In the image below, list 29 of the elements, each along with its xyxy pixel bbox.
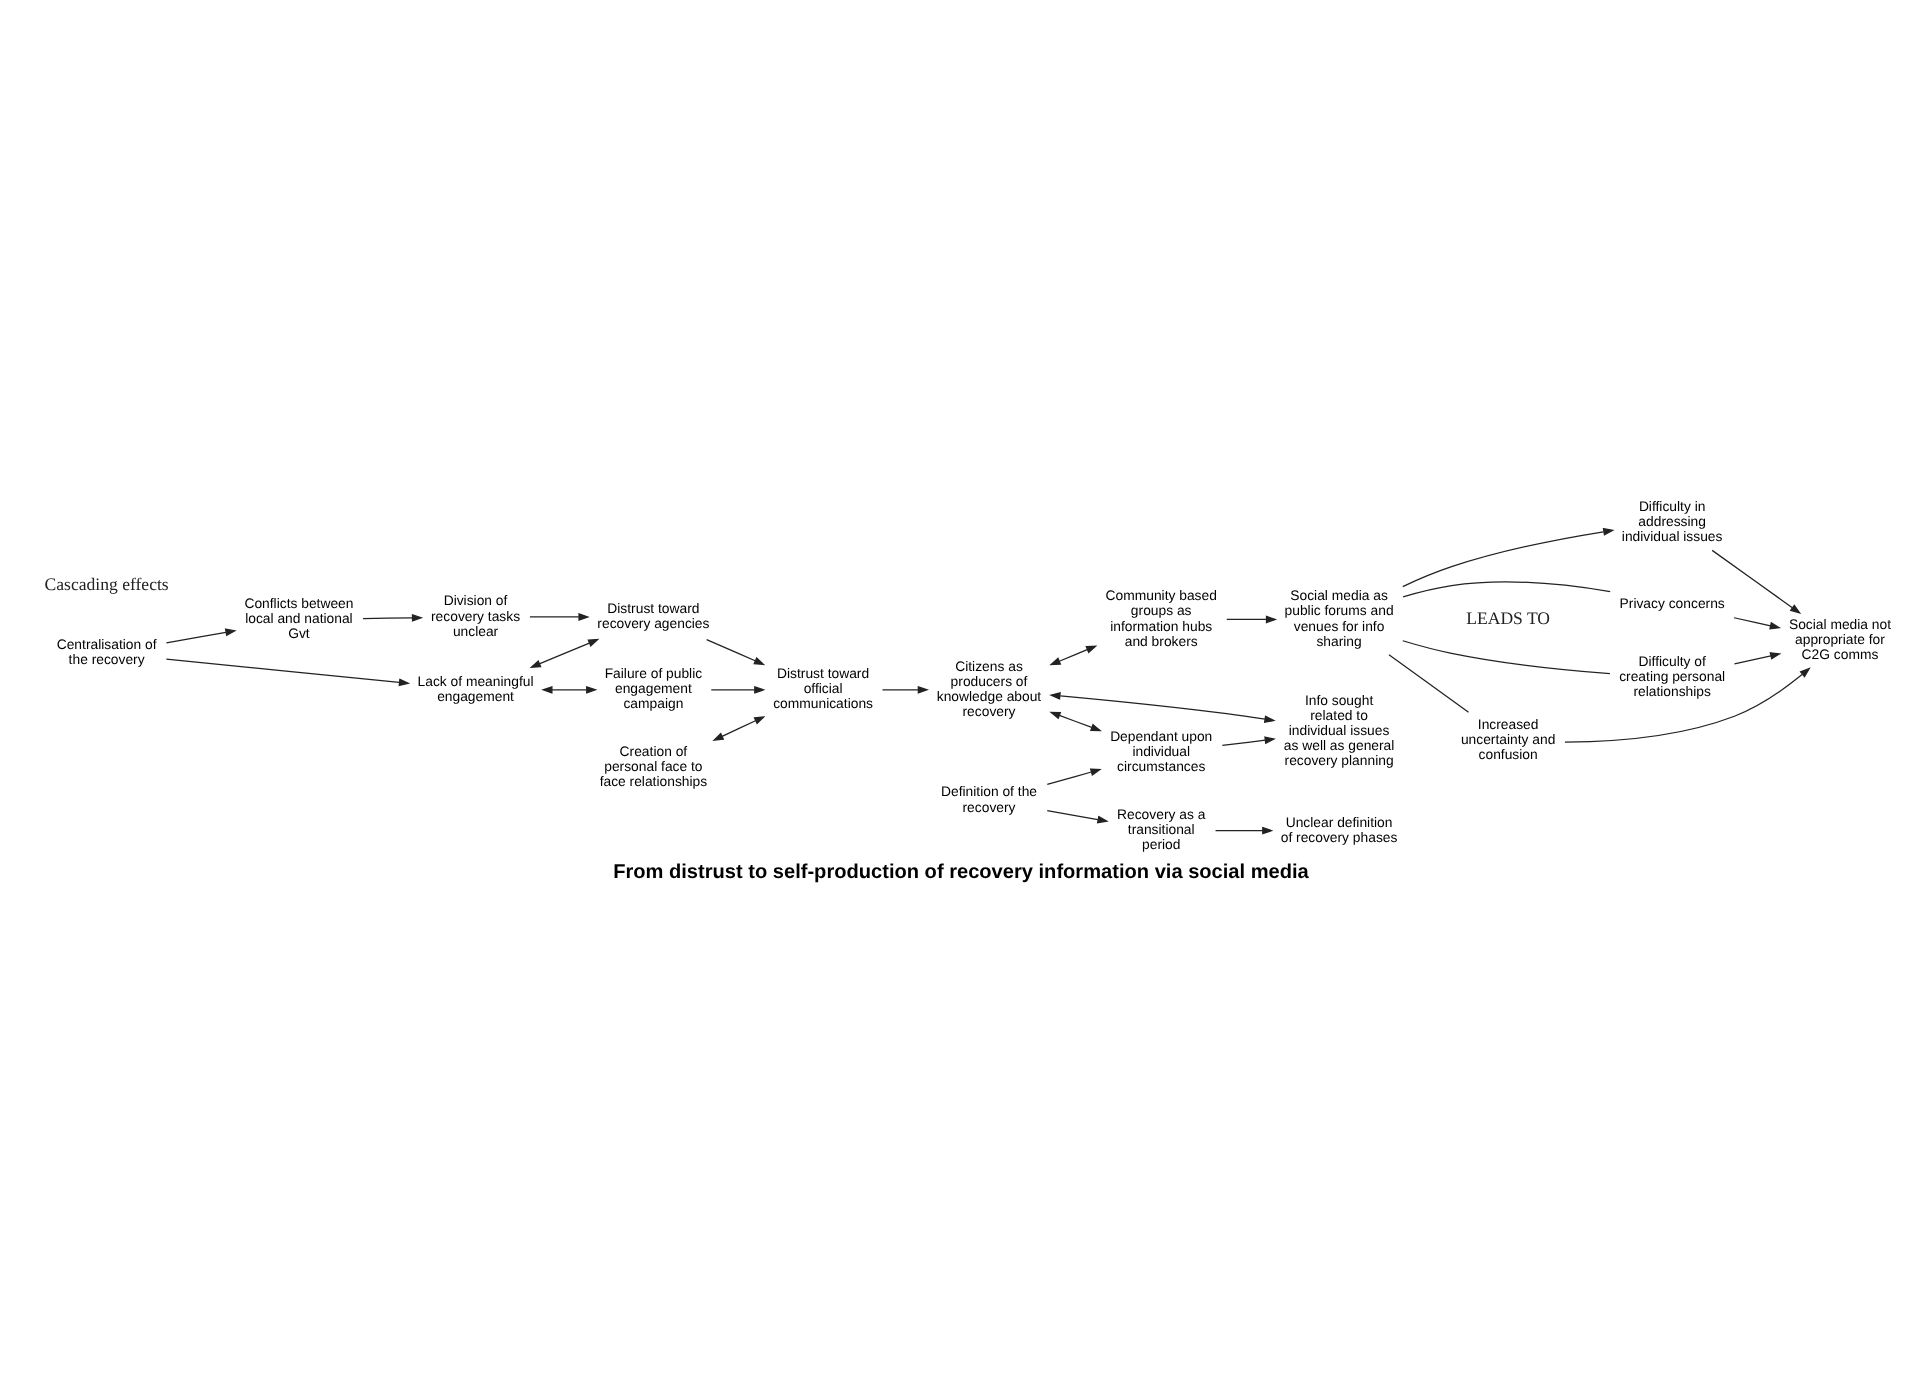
- arrow: [1046, 809, 1109, 824]
- arrow: [362, 613, 424, 622]
- arrow: [1049, 711, 1102, 732]
- arrow: [706, 639, 766, 666]
- arrow: [1049, 691, 1276, 724]
- arrow: [1226, 615, 1278, 624]
- arrow: [1049, 645, 1098, 666]
- connector: [1388, 654, 1470, 713]
- label: LEADS TO: [1466, 608, 1551, 629]
- arrow: [1402, 527, 1615, 588]
- connector: [1402, 581, 1611, 598]
- connector: [1402, 640, 1611, 675]
- arrow: [1711, 549, 1802, 614]
- arrow: [712, 716, 766, 741]
- arrow: [165, 658, 411, 687]
- caption: From distrust to self-production of recovery information via social media: [613, 862, 1309, 885]
- label: Cascading effects: [44, 574, 169, 595]
- arrow: [1046, 768, 1102, 786]
- arrow: [1733, 617, 1782, 630]
- arrow: [710, 685, 766, 694]
- arrow: [529, 613, 590, 621]
- arrow: [1733, 652, 1782, 665]
- arrow: [1221, 736, 1276, 747]
- arrow: [1214, 826, 1274, 835]
- arrow: [541, 685, 598, 694]
- arrow: [529, 638, 600, 668]
- arrow: [881, 685, 930, 694]
- arrow: [1564, 667, 1811, 743]
- arrow: [165, 628, 237, 644]
